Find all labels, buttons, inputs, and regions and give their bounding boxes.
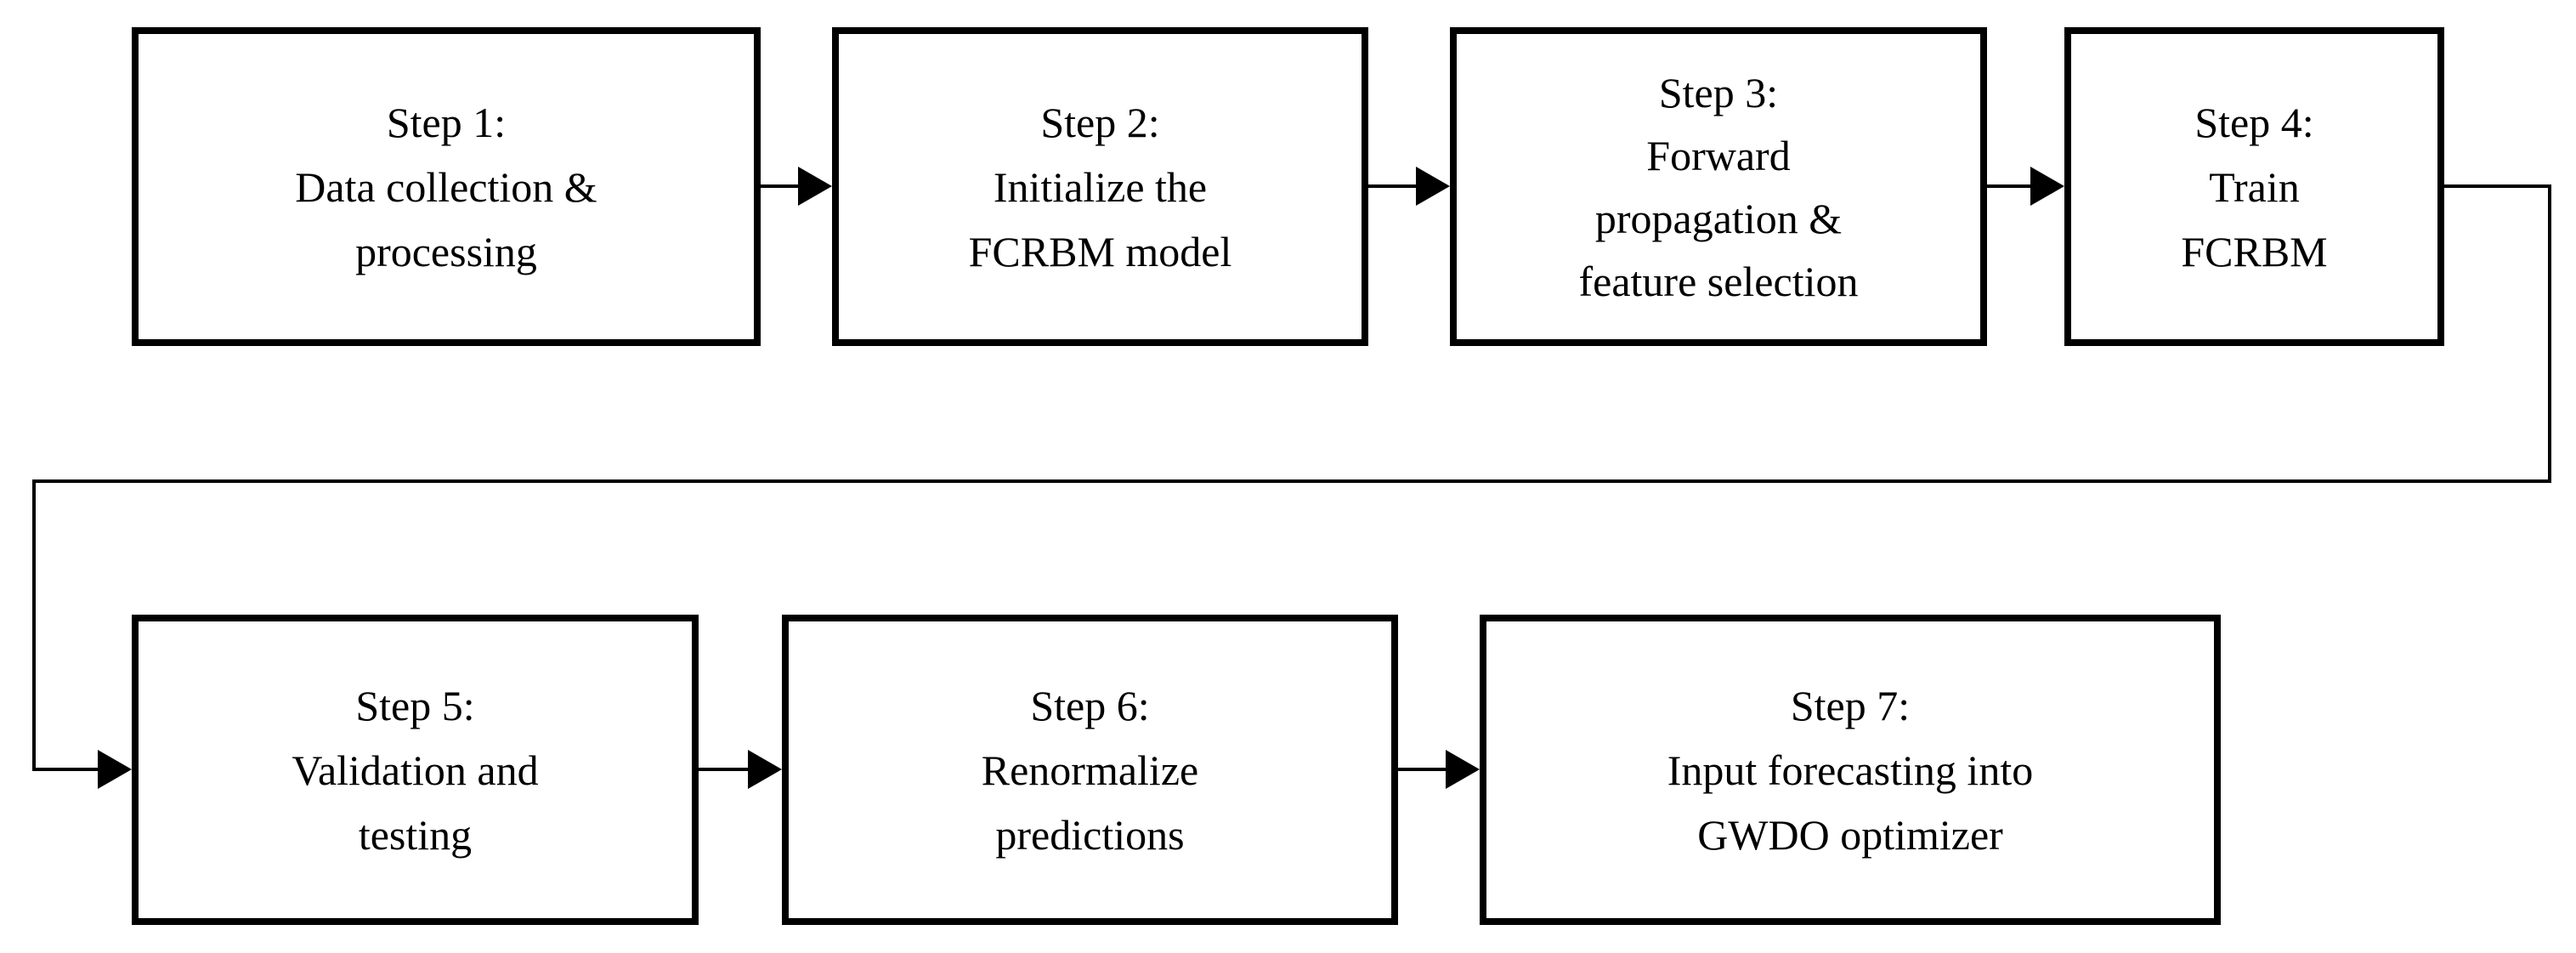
step-7-line-3: GWDO optimizer — [1697, 810, 2003, 859]
step-7-line-2: Input forecasting into — [1667, 746, 2034, 794]
step-4-box: Step 4: Train FCRBM — [2064, 27, 2444, 346]
arrow-step6-step7-line — [1398, 768, 1446, 771]
step-3-line-2: Forward — [1646, 131, 1791, 179]
arrow-step3-step4-line — [1987, 184, 2032, 188]
step-2-line-3: FCRBM model — [968, 227, 1232, 275]
step-5-line-3: testing — [358, 810, 473, 859]
step-5-line-2: Validation and — [292, 746, 539, 794]
step-5-line-1: Step 5: — [355, 681, 475, 729]
step-3-line-4: feature selection — [1578, 257, 1859, 305]
step-3-box: Step 3: Forward propagation & feature se… — [1450, 27, 1987, 346]
step-6-line-1: Step 6: — [1030, 681, 1150, 729]
step-1-line-1: Step 1: — [386, 98, 507, 146]
step-4-line-3: FCRBM — [2181, 227, 2328, 275]
connector-step4-step5-segment-right-vertical — [2548, 184, 2551, 483]
step-4-line-1: Step 4: — [2194, 98, 2314, 146]
step-1-line-2: Data collection & — [295, 162, 597, 211]
step-6-line-3: predictions — [995, 810, 1185, 859]
step-2-line-2: Initialize the — [993, 162, 1208, 211]
step-1-line-3: processing — [355, 227, 537, 275]
connector-step4-step5-segment-left-vertical — [32, 479, 36, 771]
step-2-box: Step 2: Initialize the FCRBM model — [832, 27, 1368, 346]
connector-step4-step5-segment-right-horizontal — [2444, 184, 2551, 188]
step-6-box: Step 6: Renormalize predictions — [782, 615, 1398, 925]
arrow-step6-step7-arrowhead-icon — [1446, 750, 1480, 789]
arrow-step5-step6-arrowhead-icon — [748, 750, 782, 789]
connector-step4-step5-segment-long-horizontal — [32, 479, 2551, 483]
arrow-step2-step3-arrowhead-icon — [1416, 167, 1450, 206]
arrow-step1-step2-line — [761, 184, 800, 188]
step-5-box: Step 5: Validation and testing — [132, 615, 699, 925]
step-2-line-1: Step 2: — [1040, 98, 1160, 146]
step-3-line-1: Step 3: — [1658, 68, 1779, 116]
arrow-step2-step3-line — [1368, 184, 1418, 188]
step-6-line-2: Renormalize — [981, 746, 1199, 794]
step-1-box: Step 1: Data collection & processing — [132, 27, 761, 346]
arrow-step5-step6-line — [699, 768, 748, 771]
arrow-step1-step2-arrowhead-icon — [798, 167, 832, 206]
step-7-box: Step 7: Input forecasting into GWDO opti… — [1480, 615, 2221, 925]
arrow-step3-step4-arrowhead-icon — [2030, 167, 2064, 206]
step-4-line-2: Train — [2209, 162, 2300, 211]
connector-step4-step5-segment-entry-horizontal — [32, 768, 98, 771]
step-3-line-3: propagation & — [1594, 194, 1843, 242]
step-7-line-1: Step 7: — [1790, 681, 1911, 729]
connector-step4-step5-arrowhead-icon — [98, 750, 132, 789]
